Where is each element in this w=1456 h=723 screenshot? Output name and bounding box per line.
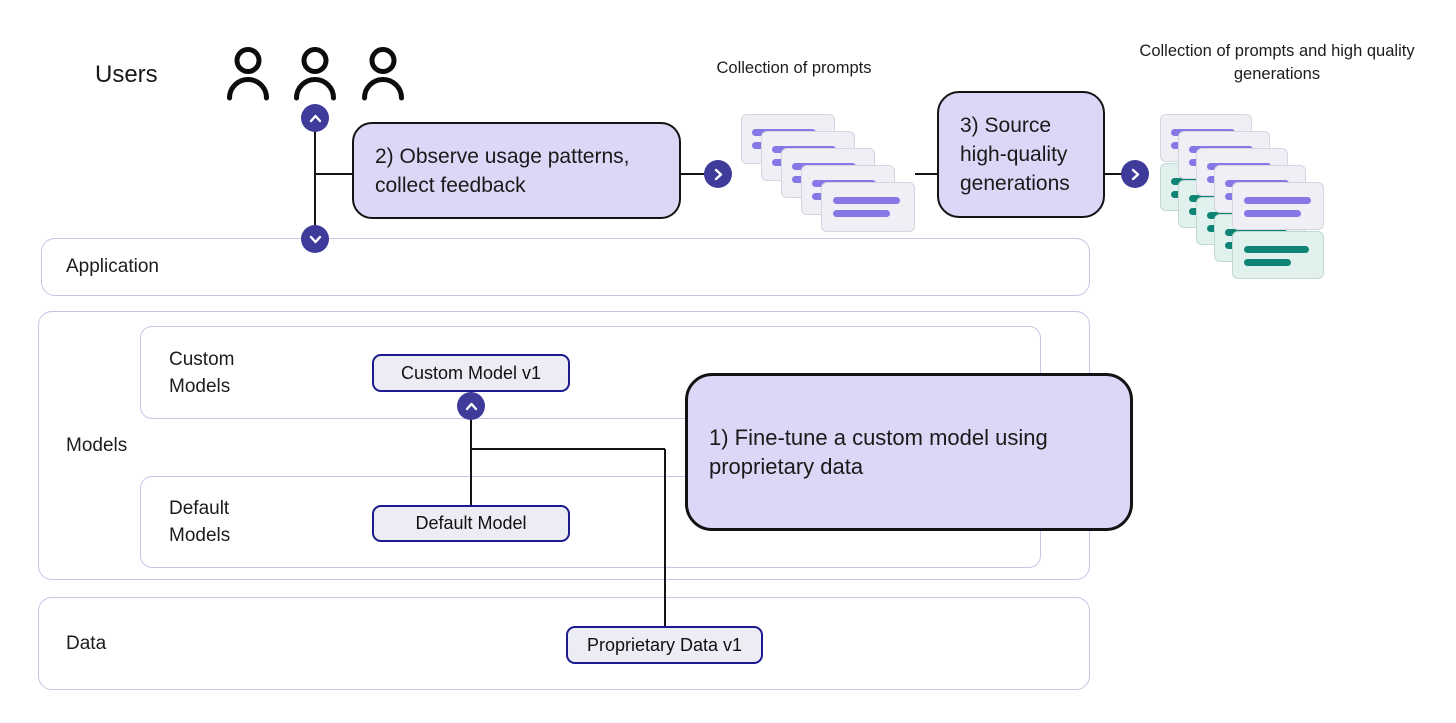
step2-line1: 2) Observe usage patterns, [375, 144, 630, 168]
chevron-right-icon [714, 168, 722, 180]
connector-line [1105, 172, 1123, 176]
data-label: Data [66, 632, 107, 654]
user-icon [362, 47, 404, 101]
prompt-card [1232, 182, 1324, 230]
user-icon [227, 47, 269, 101]
step3-line3: generations [960, 172, 1070, 195]
connector-line [915, 172, 937, 176]
step2-line2: collect feedback [375, 173, 526, 197]
default-models-label: Default Models [169, 498, 231, 546]
arrow-up-badge [301, 104, 329, 132]
chevron-down-icon [309, 235, 321, 243]
step1-finetune-box: 1) Fine-tune a custom model using propri… [685, 373, 1133, 531]
prompt-card [821, 182, 915, 232]
proprietary-data-node: Proprietary Data v1 [566, 626, 763, 664]
custom-model-node: Custom Model v1 [372, 354, 570, 392]
data-layer: Data [38, 597, 1090, 690]
custom-models-label: Custom Models [169, 348, 235, 397]
step1-line2: proprietary data [709, 454, 864, 479]
custom-model-label: Custom Model v1 [400, 362, 542, 383]
chevron-up-icon [465, 402, 477, 410]
models-label: Models [66, 434, 128, 456]
step3-line1: 3) Source [960, 114, 1052, 137]
step3-source-box: 3) Source high-quality generations [937, 91, 1105, 218]
prompt-collection-label: Collection of prompts [716, 59, 872, 77]
arrow-up-badge [457, 392, 485, 420]
generation-card [1232, 231, 1324, 279]
chevron-up-icon [309, 114, 321, 122]
user-icon [294, 47, 336, 101]
arrow-right-badge [704, 160, 732, 188]
connector-line [663, 449, 667, 627]
generation-collection-label: Collection of prompts and high quality g… [1139, 42, 1415, 83]
application-layer: Application [41, 238, 1090, 296]
connector-line [681, 172, 707, 176]
chevron-right-icon [1131, 168, 1139, 180]
step3-line2: high-quality [960, 143, 1068, 166]
connector-line [471, 447, 665, 451]
users-label: Users [95, 61, 158, 88]
arrow-down-badge [301, 225, 329, 253]
connector-line [313, 106, 317, 240]
step1-line1: 1) Fine-tune a custom model using [709, 425, 1048, 450]
proprietary-data-label: Proprietary Data v1 [586, 634, 743, 655]
arrow-right-badge [1121, 160, 1149, 188]
step2-observe-box: 2) Observe usage patterns, collect feedb… [352, 122, 681, 219]
default-model-node: Default Model [372, 505, 570, 542]
default-model-label: Default Model [415, 513, 527, 533]
connector-line [315, 172, 353, 176]
application-label: Application [66, 256, 159, 277]
